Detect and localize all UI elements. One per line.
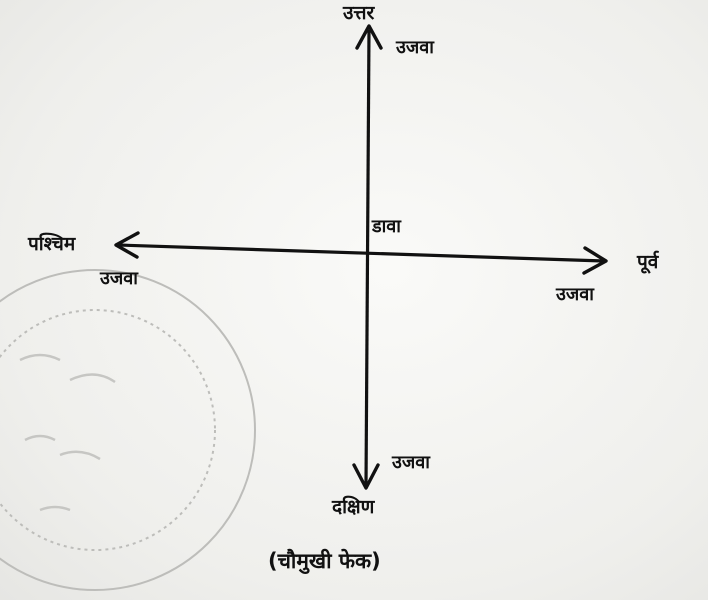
north-arrowhead	[355, 24, 383, 50]
east-ujwa-label: उजवा	[556, 284, 594, 305]
east-west-axis	[117, 243, 605, 263]
stamp-seal	[0, 269, 256, 591]
south-label: दक्षिण	[332, 496, 375, 518]
west-ujwa-label: उजवा	[100, 268, 138, 289]
north-ujwa-label: उजवा	[396, 37, 434, 58]
south-arrowhead	[352, 463, 380, 490]
west-label: पश्चिम	[28, 233, 76, 255]
diagram-caption: (चौमुखी फेक)	[268, 549, 381, 573]
south-ujwa-label: उजवा	[392, 452, 430, 473]
north-south-axis	[364, 29, 371, 486]
north-label: उत्तर	[343, 2, 375, 24]
east-label: पूर्व	[637, 251, 659, 273]
center-dava-label: डावा	[372, 216, 401, 237]
west-arrowhead	[114, 231, 140, 259]
east-arrowhead	[582, 246, 608, 275]
